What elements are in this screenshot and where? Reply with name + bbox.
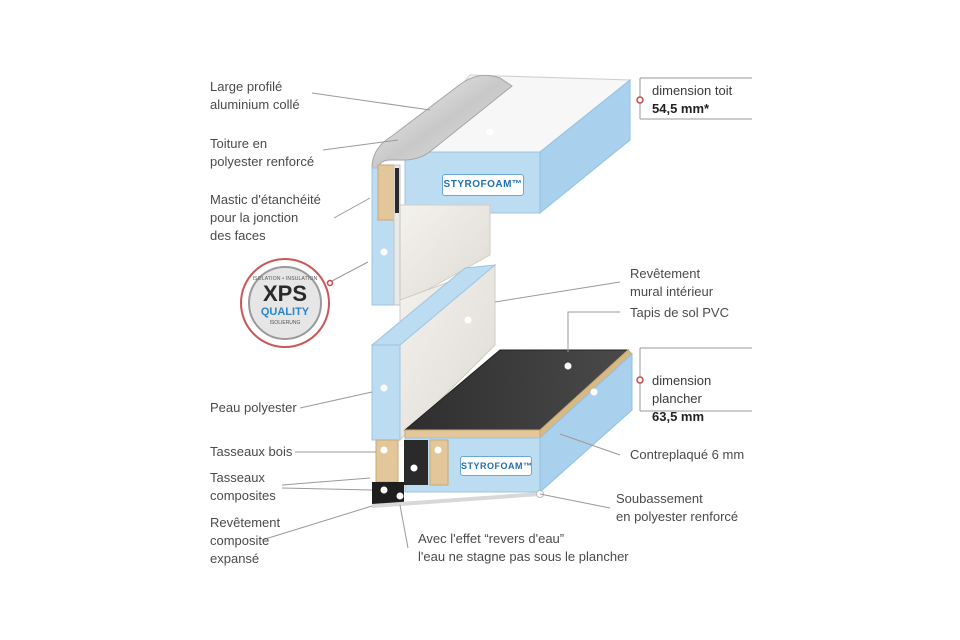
base-skin bbox=[372, 492, 540, 508]
floor-foam-side bbox=[539, 352, 633, 494]
badge-bottom-text: ISOLIERUNG bbox=[269, 320, 301, 326]
roof-panel bbox=[371, 74, 632, 306]
leader-composite-a bbox=[281, 477, 371, 486]
label-expanded: Revêtement composite expansé bbox=[210, 515, 281, 566]
xps-quality-badge: ISOLATION • INSULATION XPS QUALITY ISOLI… bbox=[240, 258, 330, 348]
styrofoam-label-bottom: STYROFOAM™ bbox=[460, 456, 532, 476]
corner-dot-2 bbox=[396, 492, 404, 500]
dim-floor-marker bbox=[636, 376, 644, 384]
leader-plywood bbox=[559, 433, 621, 456]
dimension-floor-value: 63,5 mm bbox=[652, 409, 705, 424]
leader-water bbox=[399, 504, 409, 549]
lower-wall-foam bbox=[371, 344, 401, 441]
roof-foam-side bbox=[539, 78, 631, 215]
leader-base bbox=[539, 493, 611, 509]
leader-mastic bbox=[333, 197, 371, 219]
label-water: Avec l'effet “revers d'eau” l'eau ne sta… bbox=[418, 531, 629, 564]
leader-composite-b bbox=[281, 487, 373, 491]
leader-pvc bbox=[567, 311, 620, 352]
lower-wall-dot bbox=[464, 316, 472, 324]
batten-dot-1 bbox=[380, 446, 388, 454]
label-skin: Peau polyester bbox=[210, 400, 297, 415]
corner-dot-1 bbox=[380, 486, 388, 494]
composite-batten-1 bbox=[404, 440, 428, 485]
upper-wall-dot bbox=[380, 248, 388, 256]
floor-side-dot bbox=[590, 388, 598, 396]
lower-wall-foam-dot bbox=[380, 384, 388, 392]
wood-batten-2 bbox=[429, 439, 449, 486]
label-mastic: Mastic d'étanchéité pour la jonction des… bbox=[210, 192, 321, 243]
upper-wall-skin bbox=[393, 164, 401, 306]
dimension-roof: dimension toit 54,5 mm* bbox=[652, 82, 732, 118]
dim-roof-marker bbox=[636, 96, 644, 104]
leader-expanded bbox=[261, 505, 373, 541]
pvc-dot bbox=[564, 362, 572, 370]
badge-brand: XPS bbox=[262, 281, 308, 306]
label-composite: Tasseaux composites bbox=[210, 470, 276, 503]
plywood-edge bbox=[404, 429, 541, 439]
wood-batten-1 bbox=[375, 439, 399, 483]
upper-dark-joint bbox=[395, 168, 399, 213]
leader-profile bbox=[311, 92, 431, 111]
dimension-floor-caption: dimension plancher bbox=[652, 373, 712, 406]
label-roof: Toiture en polyester renforcé bbox=[210, 136, 315, 169]
badge-top-text: ISOLATION • INSULATION bbox=[252, 276, 318, 282]
badge-marker bbox=[326, 279, 334, 287]
composite-corner bbox=[372, 482, 404, 504]
label-wall: Revêtement mural intérieur bbox=[630, 266, 714, 299]
label-pvc: Tapis de sol PVC bbox=[630, 305, 729, 320]
styrofoam-label-top: STYROFOAM™ bbox=[442, 174, 524, 196]
badge-inner: ISOLATION • INSULATION XPS QUALITY ISOLI… bbox=[248, 266, 322, 340]
dimension-roof-caption: dimension toit bbox=[652, 83, 733, 98]
aluminium-profile bbox=[371, 74, 513, 173]
leader-skin bbox=[299, 391, 373, 409]
label-wood: Tasseaux bois bbox=[210, 444, 293, 459]
floor-section bbox=[370, 264, 633, 508]
leader-badge bbox=[329, 261, 369, 283]
label-base: Soubassement en polyester renforcé bbox=[616, 491, 739, 524]
dimension-roof-value: 54,5 mm* bbox=[652, 101, 710, 116]
label-plywood: Contreplaqué 6 mm bbox=[630, 447, 745, 462]
badge-quality: QUALITY bbox=[260, 306, 310, 318]
upper-wall-wood bbox=[377, 164, 395, 221]
label-profile: Large profilé aluminium collé bbox=[210, 79, 300, 112]
leader-roof bbox=[322, 139, 399, 151]
batten-dot-2 bbox=[410, 464, 418, 472]
leader-wall bbox=[494, 281, 621, 303]
batten-dot-3 bbox=[434, 446, 442, 454]
dimension-floor: dimension plancher 63,5 mm bbox=[652, 354, 711, 444]
leader-lines bbox=[261, 77, 752, 549]
roof-dot bbox=[486, 128, 494, 136]
